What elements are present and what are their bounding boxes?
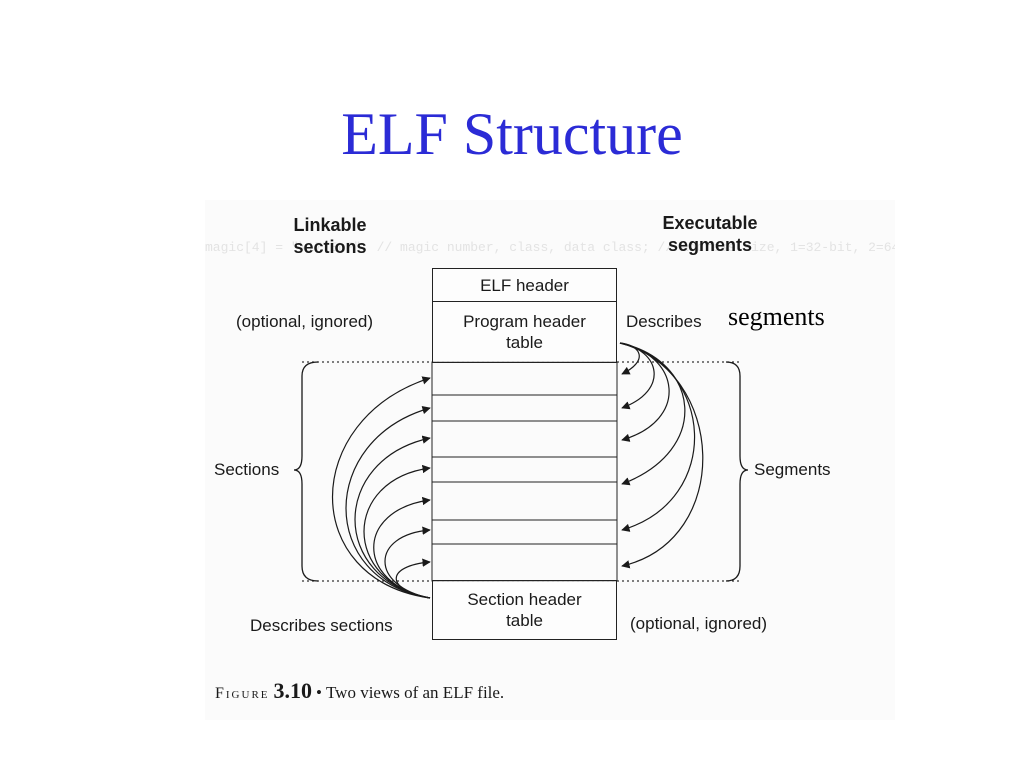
segments-label: Segments [754,460,831,479]
program-header-line1: Program header [463,312,586,331]
optional-ignored-left-label: (optional, ignored) [236,312,374,331]
program-header-table-box: Program header table [432,301,617,363]
figure-caption: Figure 3.10 • Two views of an ELF file. [215,678,504,704]
linkable-header-line1: Linkable [293,215,367,235]
executable-header-line1: Executable [662,213,758,233]
describes-sections-label: Describes sections [250,616,393,635]
describes-segments-arrows [619,342,704,569]
segments-overlay-text: segments [728,302,825,331]
linkable-header-line2: sections [293,237,367,257]
linkable-sections-header: Linkable sections [270,214,390,258]
sections-label: Sections [214,460,280,479]
section-rows [431,361,618,582]
section-header-line2: table [506,611,543,630]
caption-text: Two views of an ELF file. [325,683,505,702]
section-header-table-box: Section header table [432,580,617,640]
caption-bullet: • [316,683,322,702]
elf-header-label: ELF header [480,275,569,295]
elf-header-box: ELF header [432,268,617,302]
caption-figure-word: Figure [215,685,270,702]
optional-ignored-right-label: (optional, ignored) [630,614,768,633]
program-header-line2: table [506,333,543,352]
section-header-line1: Section header [467,590,582,609]
describes-label: Describes [626,312,702,331]
slide-title: ELF Structure [341,101,683,167]
segments-brace [725,361,749,582]
caption-figure-number: 3.10 [273,678,313,703]
background-code-texture: magic[4] = "\177ELF"; // magic number, c… [205,240,895,255]
executable-header-line2: segments [667,235,753,255]
describes-sections-arrows [332,376,431,599]
executable-segments-header: Executable segments [650,212,770,256]
sections-brace [293,361,319,582]
